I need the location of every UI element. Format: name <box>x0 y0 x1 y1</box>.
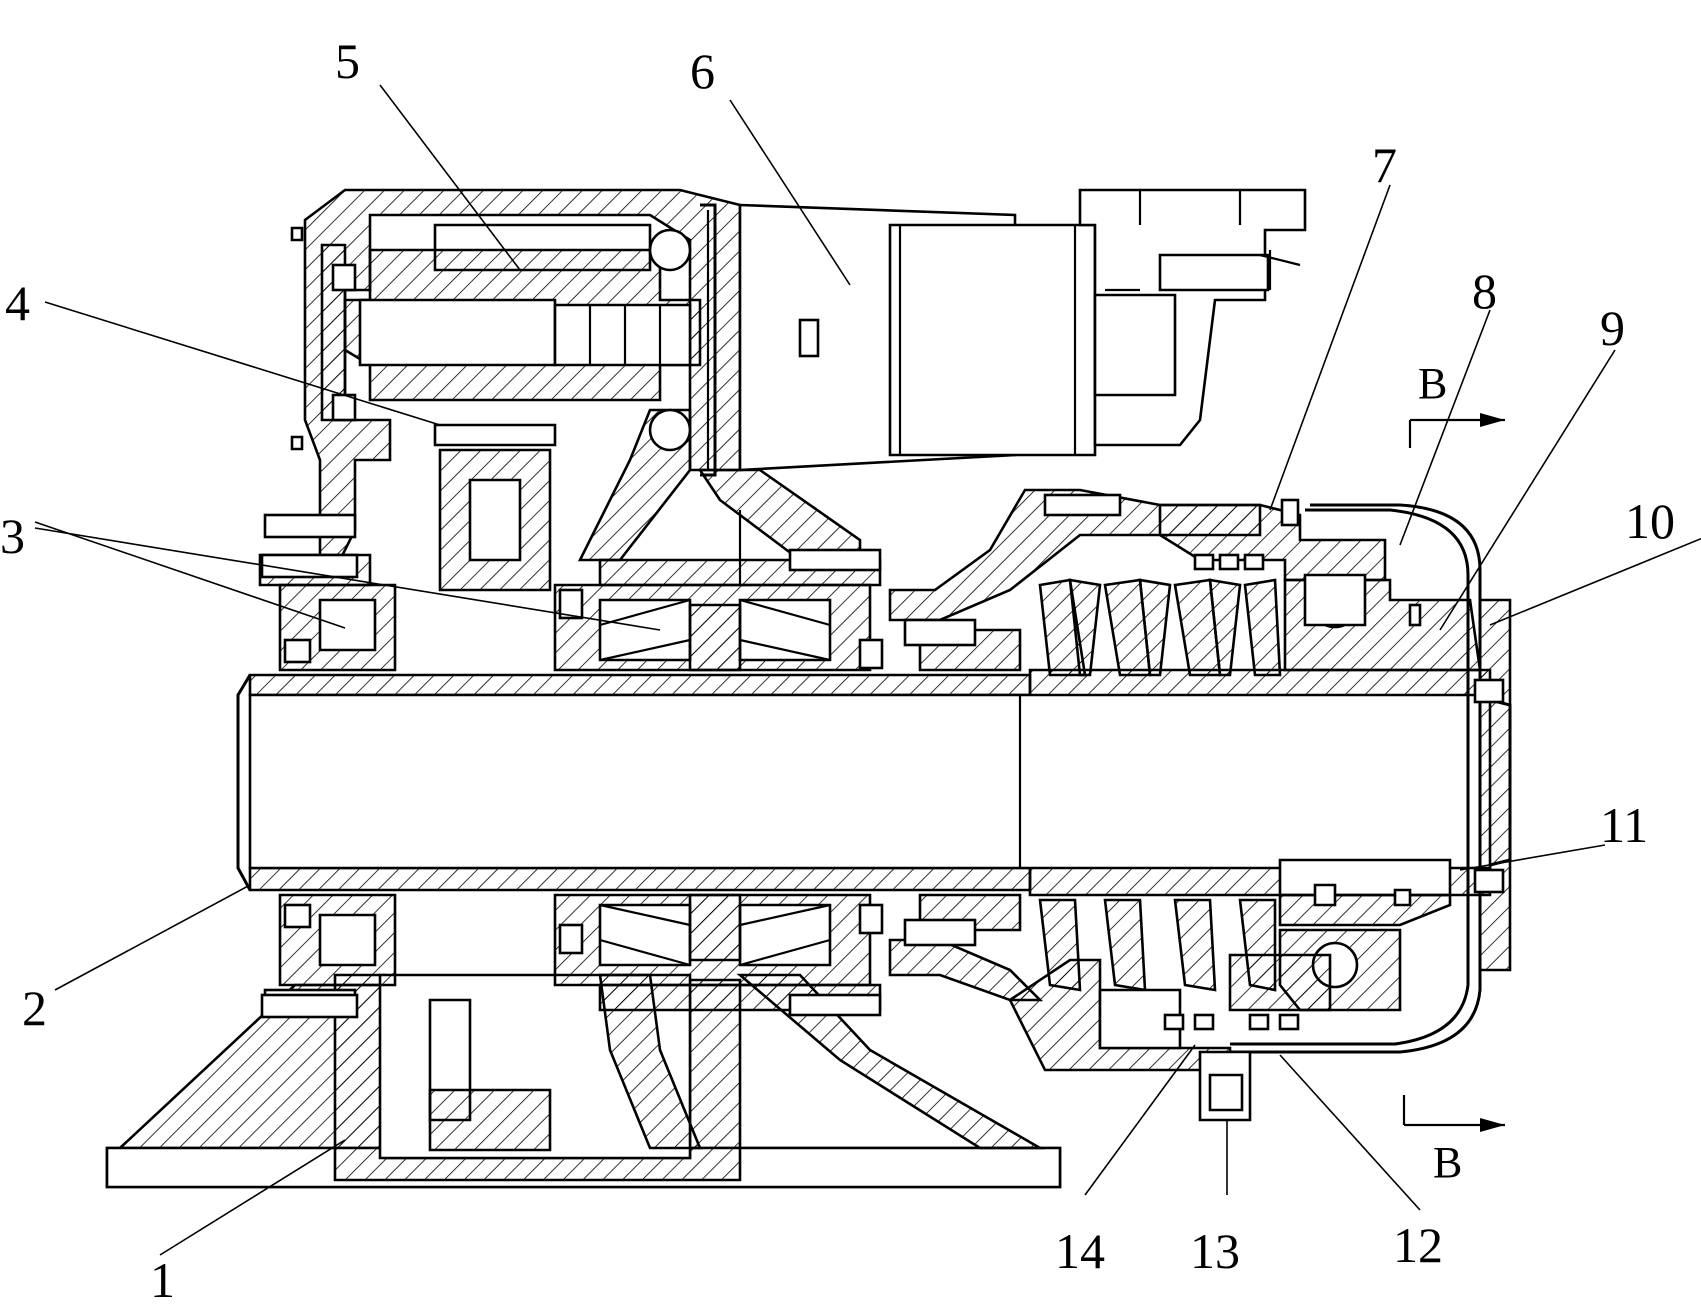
callout-1: 1 <box>150 1252 175 1304</box>
section-mark-top: B <box>1410 359 1505 448</box>
section-label-bottom: B <box>1433 1138 1462 1187</box>
callout-14: 14 <box>1055 1223 1105 1279</box>
callout-13: 13 <box>1190 1223 1240 1279</box>
callout-3: 3 <box>0 508 25 564</box>
callout-8: 8 <box>1472 263 1497 319</box>
base-frame <box>107 975 1060 1187</box>
callout-4: 4 <box>5 275 30 331</box>
callout-7: 7 <box>1372 137 1397 193</box>
callout-12: 12 <box>1393 1217 1443 1273</box>
callout-9: 9 <box>1600 300 1625 356</box>
callout-10: 10 <box>1625 493 1675 549</box>
section-label-top: B <box>1418 359 1447 408</box>
callout-6: 6 <box>690 43 715 99</box>
motor <box>740 190 1305 470</box>
callout-2: 2 <box>22 980 47 1036</box>
callout-11: 11 <box>1600 797 1648 853</box>
section-mark-bottom: B <box>1404 1095 1505 1187</box>
callout-5: 5 <box>335 33 360 89</box>
